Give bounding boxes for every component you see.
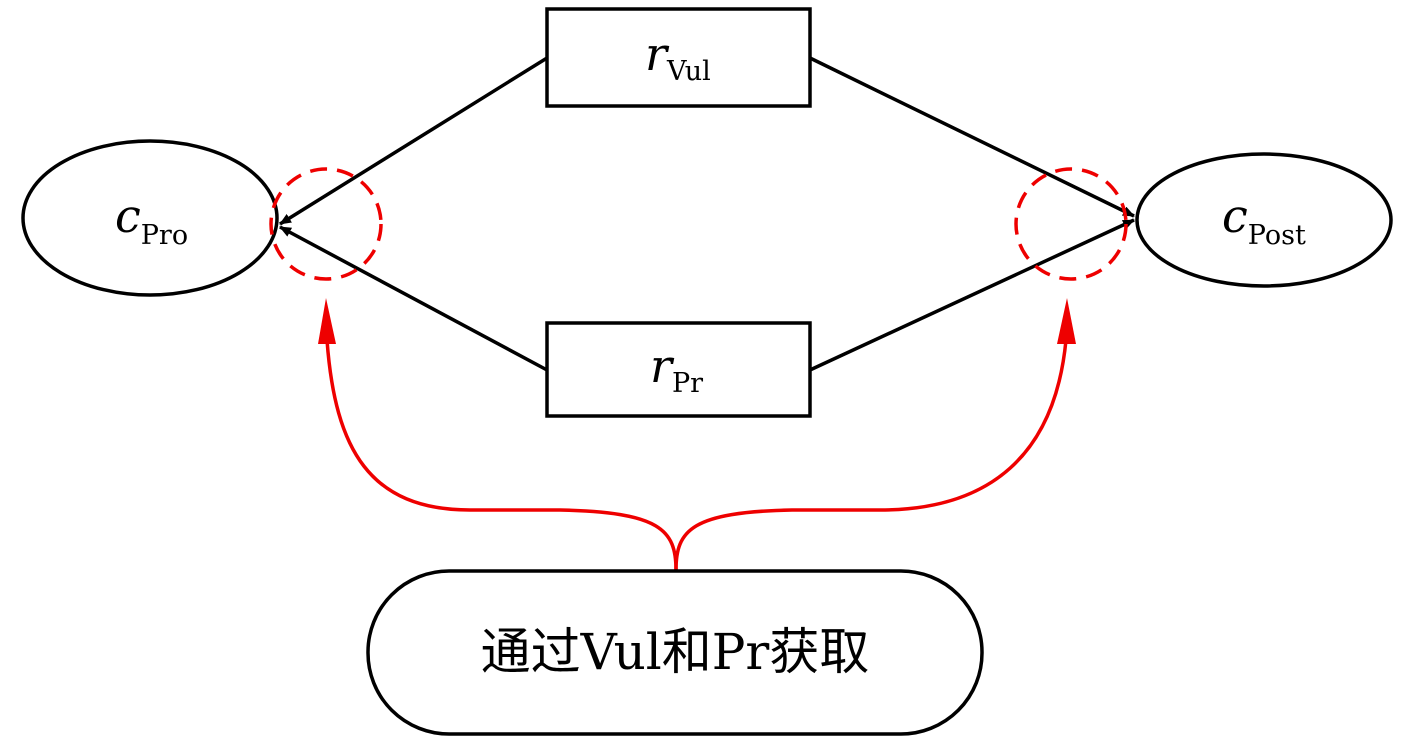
caption-text: 通过Vul和Pr获取 (481, 623, 870, 681)
arrow-rpr-to-cpost (809, 218, 1135, 372)
highlight-circle-right (1014, 167, 1128, 281)
r-vul-label: rVul (645, 27, 711, 87)
c-post-main: c (1222, 189, 1248, 243)
r-pr-main: r (650, 339, 675, 393)
c-pro-ellipse (21, 139, 279, 297)
red-curve-right (674, 339, 1068, 571)
r-vul-sub: Vul (666, 56, 711, 87)
caption-node: 通过Vul和Pr获取 (366, 569, 984, 736)
c-post-sub: Post (1248, 220, 1306, 251)
r-pr-sub: Pr (672, 368, 703, 399)
node-r-pr: rPr (545, 321, 812, 418)
r-vul-main: r (645, 27, 670, 81)
red-arrowhead-right (1057, 298, 1076, 344)
red-arrowhead-left (318, 298, 336, 344)
r-pr-label: rPr (650, 339, 703, 399)
arrow-rvul-to-cpost (809, 56, 1135, 218)
c-pro-label: cPro (115, 189, 188, 251)
red-curve-left (325, 339, 678, 571)
caption-stadium (366, 569, 984, 736)
arrow-rpr-to-cpro (279, 225, 548, 372)
c-pro-sub: Pro (141, 220, 188, 251)
r-vul-box (545, 7, 812, 108)
arrow-rvul-to-cpro (279, 56, 548, 226)
c-post-ellipse (1135, 152, 1393, 288)
node-r-vul: rVul (545, 7, 812, 108)
highlight-circle-left (269, 167, 383, 281)
node-c-post: cPost (1135, 152, 1393, 288)
c-pro-main: c (115, 189, 141, 243)
node-c-pro: cPro (21, 139, 279, 297)
c-post-label: cPost (1222, 189, 1306, 251)
